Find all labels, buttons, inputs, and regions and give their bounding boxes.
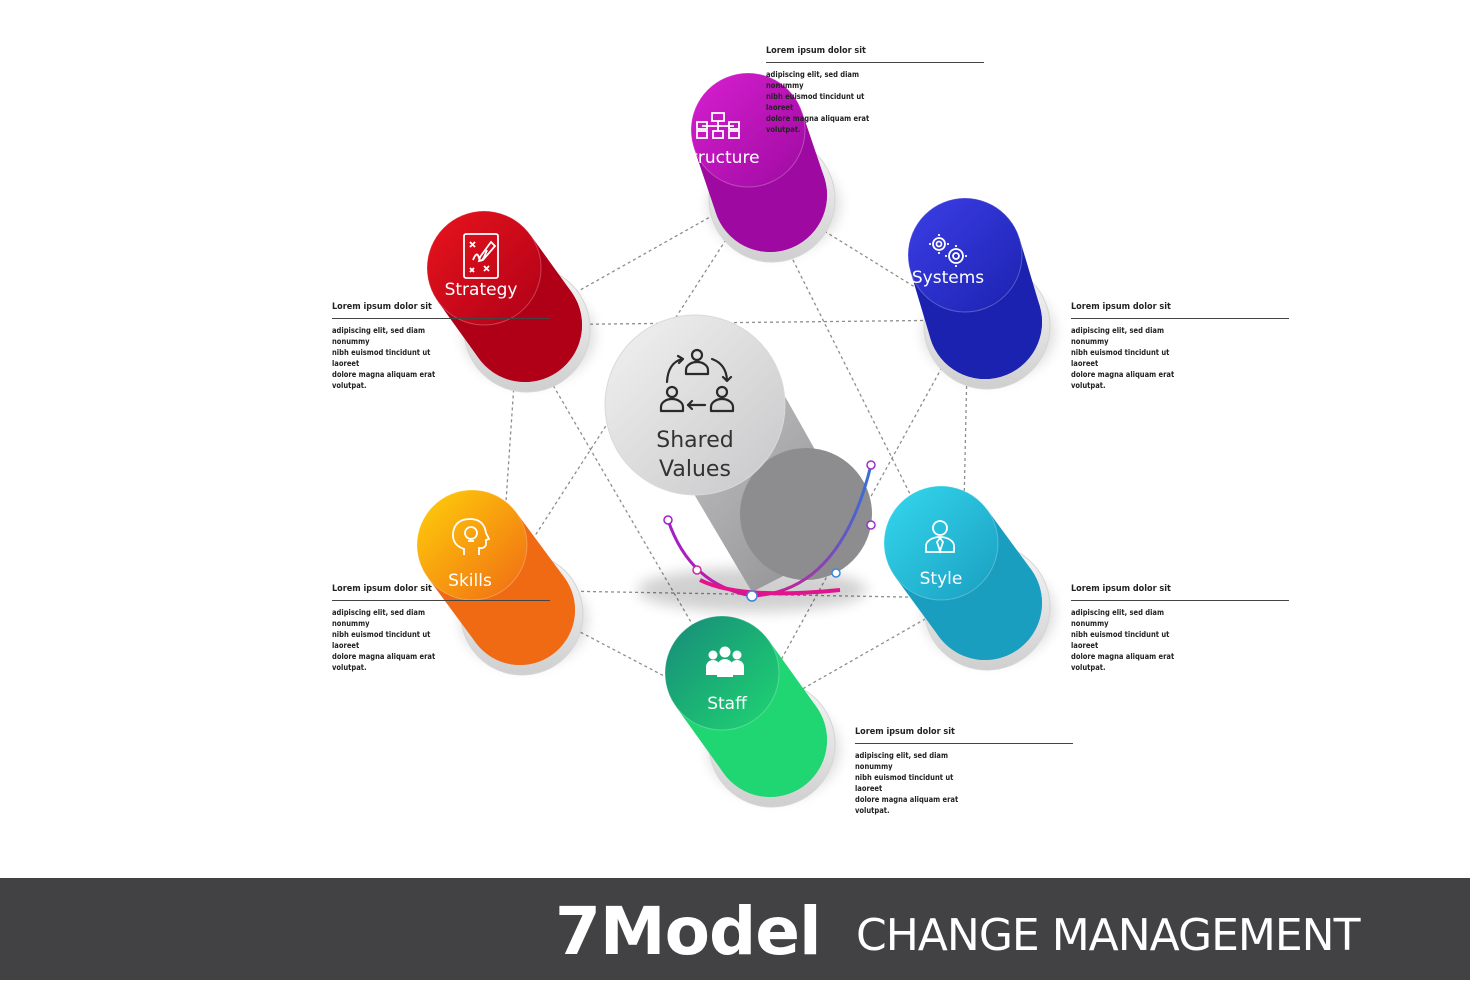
note-style: Lorem ipsum dolor sit adipiscing elit, s… xyxy=(1071,584,1289,673)
node-label-skills: Skills xyxy=(448,571,492,591)
seven-s-diagram: Shared Values Structure Sy xyxy=(416,72,1054,808)
note-line: dolore magna aliquam erat volutpat. xyxy=(1071,370,1175,390)
note-line: dolore magna aliquam erat volutpat. xyxy=(855,795,959,815)
note-line: adipiscing elit, sed diam nonummy xyxy=(766,70,859,90)
note-title: Lorem ipsum dolor sit xyxy=(332,302,432,312)
node-top xyxy=(884,486,998,600)
node-labels: Structure Systems Style Staff Skills Str… xyxy=(445,148,985,714)
center-accent-arc xyxy=(666,464,873,598)
team-icon xyxy=(706,646,744,677)
node-systems xyxy=(907,197,1054,390)
note-title: Lorem ipsum dolor sit xyxy=(332,584,432,594)
org-chart-icon xyxy=(696,112,740,139)
note-title: Lorem ipsum dolor sit xyxy=(1071,584,1171,594)
note-divider xyxy=(766,62,984,63)
node-label-style: Style xyxy=(920,569,963,589)
note-line: nibh euismod tincidunt ut laoreet xyxy=(1071,348,1170,368)
node-strategy xyxy=(426,210,594,393)
node-label-systems: Systems xyxy=(912,268,984,288)
gears-icon xyxy=(929,234,967,267)
footer-title-bold: 7Model xyxy=(555,893,822,970)
note-line: adipiscing elit, sed diam nonummy xyxy=(855,751,948,771)
node-label-structure: Structure xyxy=(680,148,759,168)
note-skills: Lorem ipsum dolor sit adipiscing elit, s… xyxy=(332,584,550,673)
note-divider xyxy=(1071,600,1289,601)
note-title: Lorem ipsum dolor sit xyxy=(1071,302,1171,312)
note-line: adipiscing elit, sed diam nonummy xyxy=(1071,326,1164,346)
strategy-board-icon xyxy=(463,233,499,279)
node-style xyxy=(883,485,1054,671)
note-divider xyxy=(1071,318,1289,319)
note-divider xyxy=(855,743,1073,744)
footer-title-light: CHANGE MANAGEMENT xyxy=(856,910,1360,961)
node-structure xyxy=(690,72,839,263)
note-divider xyxy=(332,318,550,319)
node-label-staff: Staff xyxy=(707,694,748,714)
note-body: adipiscing elit, sed diam nonummy nibh e… xyxy=(766,69,890,135)
node-staff xyxy=(664,615,839,808)
note-line: nibh euismod tincidunt ut laoreet xyxy=(1071,630,1170,650)
center-label-line2: Values xyxy=(659,457,731,482)
center-node: Shared Values xyxy=(604,314,876,612)
node-label-strategy: Strategy xyxy=(445,280,518,300)
note-line: nibh euismod tincidunt ut laoreet xyxy=(855,773,954,793)
note-title: Lorem ipsum dolor sit xyxy=(855,727,955,737)
note-structure: Lorem ipsum dolor sit adipiscing elit, s… xyxy=(766,46,984,135)
note-staff: Lorem ipsum dolor sit adipiscing elit, s… xyxy=(855,727,1073,816)
note-body: adipiscing elit, sed diam nonummy nibh e… xyxy=(332,607,456,673)
note-body: adipiscing elit, sed diam nonummy nibh e… xyxy=(332,325,456,391)
center-label-line1: Shared xyxy=(656,428,733,453)
people-cycle-icon xyxy=(659,348,735,413)
note-systems: Lorem ipsum dolor sit adipiscing elit, s… xyxy=(1071,302,1289,391)
note-line: nibh euismod tincidunt ut laoreet xyxy=(332,348,431,368)
note-divider xyxy=(332,600,550,601)
note-line: dolore magna aliquam erat volutpat. xyxy=(332,370,436,390)
footer-bar xyxy=(0,878,1470,980)
node-top xyxy=(691,73,805,187)
note-body: adipiscing elit, sed diam nonummy nibh e… xyxy=(1071,607,1195,673)
node-top xyxy=(427,211,541,325)
note-line: dolore magna aliquam erat volutpat. xyxy=(1071,652,1175,672)
note-line: adipiscing elit, sed diam nonummy xyxy=(332,326,425,346)
note-line: dolore magna aliquam erat volutpat. xyxy=(332,652,436,672)
note-line: adipiscing elit, sed diam nonummy xyxy=(332,608,425,628)
note-body: adipiscing elit, sed diam nonummy nibh e… xyxy=(855,750,979,816)
node-top xyxy=(908,198,1022,312)
node-top xyxy=(417,490,527,600)
note-line: nibh euismod tincidunt ut laoreet xyxy=(766,92,865,112)
person-icon xyxy=(925,520,955,554)
note-line: adipiscing elit, sed diam nonummy xyxy=(1071,608,1164,628)
note-line: dolore magna aliquam erat volutpat. xyxy=(766,114,870,134)
note-line: nibh euismod tincidunt ut laoreet xyxy=(332,630,431,650)
head-bulb-icon xyxy=(452,518,491,555)
note-title: Lorem ipsum dolor sit xyxy=(766,46,866,56)
note-body: adipiscing elit, sed diam nonummy nibh e… xyxy=(1071,325,1195,391)
note-strategy: Lorem ipsum dolor sit adipiscing elit, s… xyxy=(332,302,550,391)
